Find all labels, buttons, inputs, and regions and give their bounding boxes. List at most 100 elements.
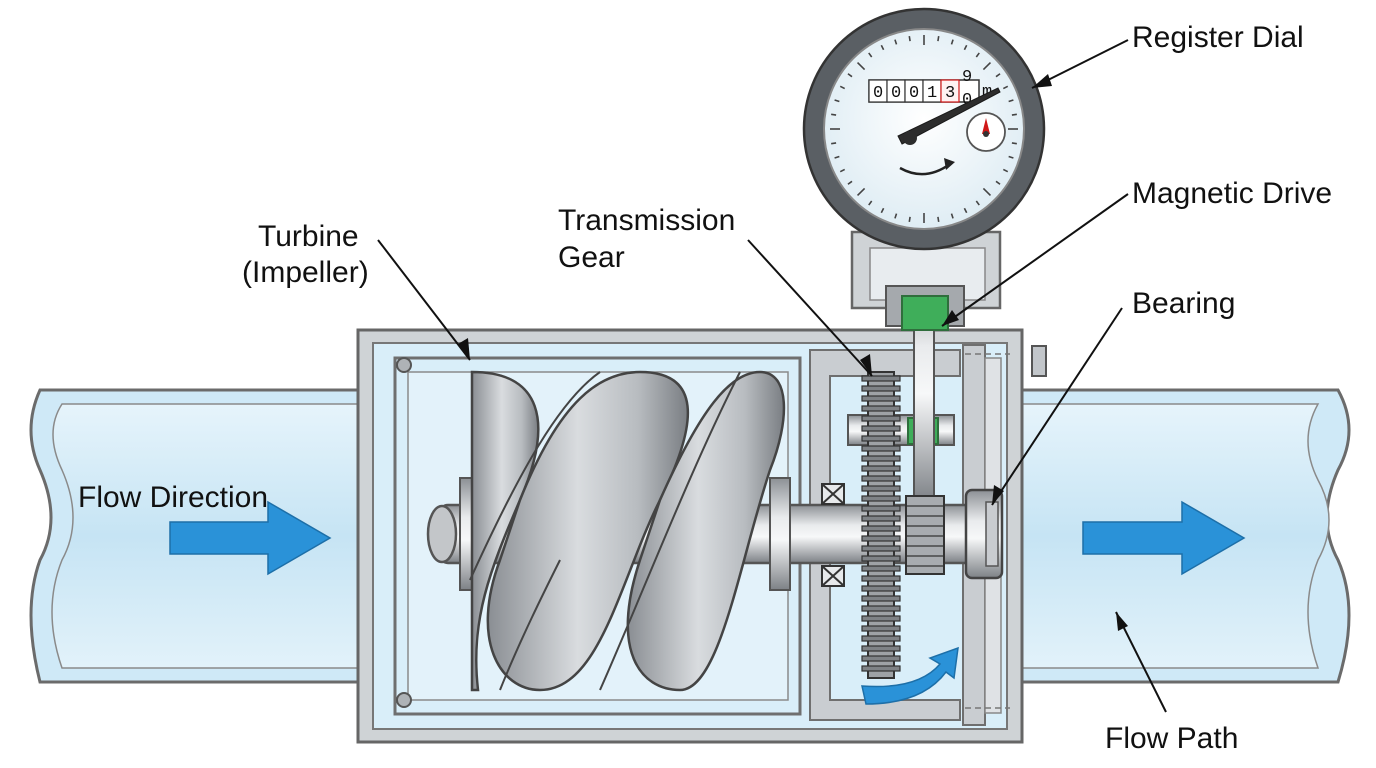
dial-tick — [831, 113, 837, 116]
dial-tick — [950, 213, 954, 219]
counter-digit: 3 — [945, 84, 955, 103]
gear-tooth — [861, 495, 901, 502]
counter-unit: m — [982, 83, 992, 102]
dial-tick — [975, 52, 980, 58]
dial-tick — [1011, 113, 1017, 116]
dial-tick — [834, 99, 840, 103]
shaft-support-bearings — [821, 483, 845, 587]
gear-tooth — [861, 515, 901, 522]
gear-tooth — [861, 615, 901, 622]
dial-tick — [1002, 85, 1009, 90]
gear-tooth — [861, 555, 901, 562]
gear-tooth — [861, 595, 901, 602]
turbine-impeller — [469, 370, 786, 692]
pinion-gear — [905, 495, 945, 575]
dial-tick — [856, 61, 866, 71]
label-register-dial: Register Dial — [1132, 21, 1304, 54]
dial-tick — [982, 61, 992, 71]
gear-tooth — [861, 655, 901, 662]
flow-direction-arrow-icon — [169, 500, 332, 576]
counter-digit: 1 — [927, 84, 937, 103]
label-turbine-line1: Turbine — [258, 220, 359, 253]
dial-tick — [894, 213, 898, 219]
dial-tick — [856, 187, 866, 197]
dial-tick — [937, 216, 940, 222]
gear-tooth — [861, 395, 901, 402]
magnetic-drive-coupling — [901, 295, 949, 331]
gear-tooth — [861, 535, 901, 542]
gear-tooth — [861, 625, 901, 632]
gear-tooth — [861, 435, 901, 442]
gear-tooth — [861, 665, 901, 672]
dial-tick — [982, 187, 992, 197]
register-neck — [850, 230, 1002, 331]
gear-tooth — [861, 465, 901, 472]
dial-tick — [880, 207, 885, 214]
bearing — [964, 488, 1004, 580]
gear-tooth — [861, 425, 901, 432]
dial-tick — [847, 73, 853, 78]
dial-tick — [963, 207, 968, 214]
dial-tick — [1002, 168, 1009, 173]
counter-digit: 0 — [873, 84, 883, 103]
dial-tick — [894, 39, 898, 45]
dial-tick — [1008, 99, 1014, 103]
dial-tick — [839, 85, 846, 90]
dial-tick — [975, 200, 980, 206]
transmission-gear — [861, 371, 901, 679]
label-flow-path: Flow Path — [1105, 722, 1239, 755]
dial-tick — [880, 44, 885, 51]
dial-tick — [847, 180, 853, 185]
gear-tooth — [861, 585, 901, 592]
chamber-flow-arrow-icon — [861, 646, 959, 705]
gear-tooth — [861, 645, 901, 652]
counter-rolling-lower: 0 — [962, 91, 972, 110]
dial-tick — [831, 142, 837, 145]
dial-tick — [963, 44, 968, 51]
dial-tick — [937, 36, 940, 42]
gear-tooth — [861, 635, 901, 642]
label-transmission-gear-line1: Transmission — [558, 204, 736, 237]
dial-tick — [995, 180, 1001, 185]
gear-tooth — [861, 375, 901, 382]
gear-tooth — [861, 455, 901, 462]
outlet-flow-arrow-icon — [1082, 500, 1246, 576]
label-transmission-gear-line2: Gear — [558, 241, 625, 274]
dial-tick — [908, 36, 911, 42]
gear-tooth — [861, 565, 901, 572]
gear-tooth — [861, 485, 901, 492]
label-flow-direction: Flow Direction — [78, 481, 269, 514]
dial-tick — [834, 155, 840, 159]
dial-tick — [1011, 142, 1017, 145]
dial-tick — [868, 200, 873, 206]
gear-tooth — [861, 505, 901, 512]
counter-cell — [940, 79, 960, 103]
dial-tick — [950, 39, 954, 45]
dial-tick — [1008, 155, 1014, 159]
gear-tooth — [861, 445, 901, 452]
leader-arrowheads — [458, 74, 1128, 631]
dial-tick — [839, 168, 846, 173]
gear-tooth — [861, 415, 901, 422]
counter-digit: 0 — [891, 84, 901, 103]
counter-digit: 0 — [909, 84, 919, 103]
dial-tick — [995, 73, 1001, 78]
gear-tooth — [861, 525, 901, 532]
sub-dial-needle — [982, 118, 990, 134]
gear-tooth — [861, 605, 901, 612]
label-turbine-line2: (Impeller) — [242, 256, 369, 289]
gear-tooth — [861, 475, 901, 482]
gear-tooth — [861, 385, 901, 392]
dial-tick — [908, 216, 911, 222]
label-magnetic-drive: Magnetic Drive — [1132, 177, 1333, 210]
pointer-hub — [903, 131, 917, 145]
dial-tick — [868, 52, 873, 58]
label-bearing: Bearing — [1132, 287, 1236, 320]
counter-rolling-upper: 9 — [962, 68, 972, 87]
gear-tooth — [861, 405, 901, 412]
gear-tooth — [861, 545, 901, 552]
gear-tooth — [861, 575, 901, 582]
dial-pointer — [897, 87, 1001, 145]
